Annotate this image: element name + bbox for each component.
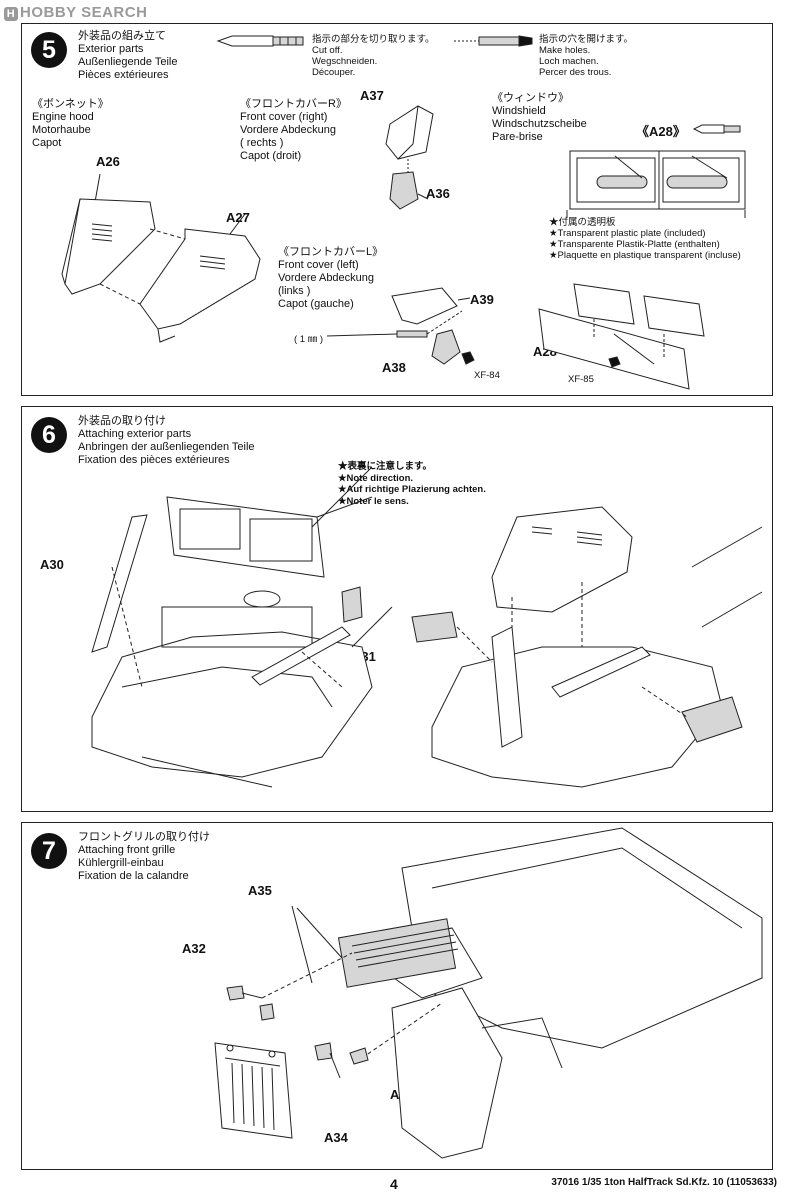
drill-size: ( 1 ㎜ ) [294,334,324,345]
vehicle-front-right-drawing [411,506,763,788]
bracket-a33-drawing [314,1042,369,1079]
step7-number: 7 [31,833,67,869]
label-a30: A30 [40,557,64,572]
label-a28-top: 《A28》 [636,124,686,139]
windshield-frame-drawing [566,150,746,218]
make-holes-legend: 指示の穴を開けます。 Make holes. Loch machen. Perc… [539,34,634,78]
knife-icon-windshield [692,124,741,134]
front-cover-right-caption: 《フロントカバーR》 Front cover (right) Vordere A… [240,98,347,162]
vehicle-front-left-drawing [91,466,393,788]
step7-title: フロントグリルの取り付け Attaching front grille Kühl… [78,831,210,882]
engine-hood-drawing [61,173,261,343]
step6-title: 外装品の取り付け Attaching exterior parts Anbrin… [78,415,255,466]
front-cover-right-drawing [385,105,434,210]
label-a39: A39 [470,292,494,307]
label-a36: A36 [426,186,450,201]
step5-panel: 5 外装品の組み立て Exterior parts Außenliegende … [21,23,773,396]
step5-number: 5 [31,32,67,68]
label-a38: A38 [382,360,406,375]
cut-off-legend: 指示の部分を切り取ります。 Cut off. Wegschneiden. Déc… [312,34,435,78]
label-a32: A32 [182,941,206,956]
engine-hood-caption: 《ボンネット》 Engine hood Motorhaube Capot [32,98,109,149]
front-cover-left-drawing [326,287,475,365]
vehicle-chassis-drawing [261,827,763,1159]
product-code: 37016 1/35 1ton HalfTrack Sd.Kfz. 10 (11… [551,1177,777,1188]
step6-panel: 6 外装品の取り付け Attaching exterior parts Anbr… [21,406,773,812]
label-a35: A35 [248,883,272,898]
bracket-a32-drawing [226,985,275,1021]
page-number: 4 [390,1176,398,1192]
label-a37: A37 [360,88,384,103]
label-xf85: XF-85 [568,374,594,385]
label-a27: A27 [226,210,250,225]
label-a26: A26 [96,154,120,169]
step6-number: 6 [31,417,67,453]
label-xf84: XF-84 [474,370,500,381]
transparent-plate-note: ★付属の透明板 ★Transparent plastic plate (incl… [549,217,741,261]
step7-panel: 7 フロントグリルの取り付け Attaching front grille Kü… [21,822,773,1170]
label-a34: A34 [324,1130,348,1145]
pin-vise-icon [454,35,533,47]
knife-icon [216,35,304,47]
note-direction: ★表裏に注意します。 ★Note direction. ★Auf richtig… [338,461,486,507]
windshield-glass-drawing [538,283,705,390]
front-cover-left-caption: 《フロントカバーL》 Front cover (left) Vordere Ab… [278,246,384,310]
step5-title: 外装品の組み立て Exterior parts Außenliegende Te… [78,30,178,81]
windshield-caption: 《ウィンドウ》 Windshield Windschutzscheibe Par… [492,92,587,143]
front-grille-drawing [214,1042,293,1139]
